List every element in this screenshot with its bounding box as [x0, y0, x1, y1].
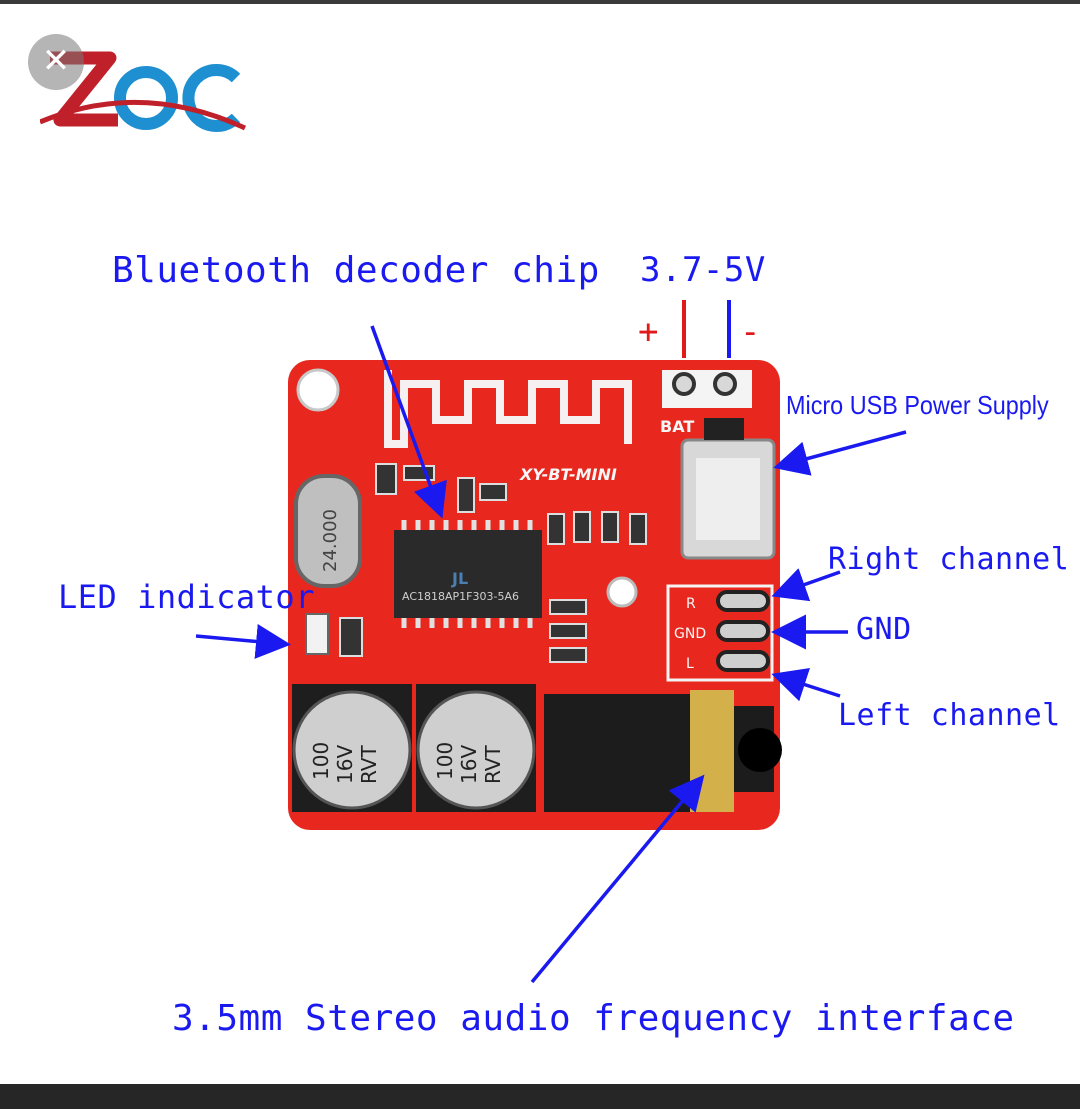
cap2-line1: 100 — [433, 742, 457, 780]
pad-left — [716, 650, 770, 672]
capacitor-1 — [292, 690, 412, 810]
decoder-ic — [394, 530, 542, 618]
gnd-label: GND — [856, 612, 912, 647]
ic-pins — [401, 520, 533, 628]
bluetooth-chip-label: Bluetooth decoder chip — [112, 250, 600, 291]
led-arrow — [195, 624, 291, 659]
chip-arrow — [370, 325, 447, 519]
bat-plus-pad — [672, 372, 696, 396]
bat-minus-pad — [713, 372, 737, 396]
voltage-label: 3.7-5V — [640, 250, 766, 290]
bottom-nav-bar — [0, 1084, 1080, 1109]
smd-components — [339, 463, 647, 663]
usb-arrow — [773, 430, 907, 476]
plus-label: + — [638, 312, 659, 352]
close-icon[interactable]: ✕ — [28, 34, 84, 90]
led-indicator-label: LED indicator — [58, 578, 315, 616]
usb-supply-label: Micro USB Power Supply — [786, 390, 1049, 420]
pin-l-silkscreen: L — [686, 656, 694, 672]
capacitor-2 — [416, 690, 536, 810]
pin-r-silkscreen: R — [686, 596, 696, 612]
pad-right — [716, 590, 770, 612]
crystal-oscillator — [294, 474, 362, 588]
pin-gnd-silkscreen: GND — [674, 626, 706, 642]
cap1-line3: RVT — [357, 745, 381, 784]
right-channel-arrow — [771, 568, 841, 602]
bat-silkscreen: BAT — [660, 417, 694, 436]
led-indicator — [305, 613, 329, 655]
right-channel-label: Right channel — [828, 542, 1070, 577]
pad-gnd — [716, 620, 770, 642]
antenna-trace — [384, 370, 632, 448]
ic-logo: JL — [451, 569, 468, 588]
jack-arrow — [530, 774, 705, 984]
cap2-line2: 16V — [457, 745, 481, 784]
left-channel-label: Left channel — [838, 698, 1061, 733]
minus-label: - — [740, 312, 761, 352]
cap1-line2: 16V — [333, 745, 357, 784]
left-channel-arrow — [771, 667, 841, 702]
via-hole — [606, 576, 638, 608]
top-edge-bar — [0, 0, 1080, 4]
ic-marking: AC1818AP1F303-5A6 — [402, 590, 519, 603]
model-silkscreen: XY-BT-MINI — [519, 465, 617, 484]
cap2-line3: RVT — [481, 745, 505, 784]
crystal-marking: 24.000 — [320, 509, 341, 572]
cap1-line1: 100 — [309, 742, 333, 780]
mounting-hole — [296, 368, 340, 412]
audio-jack-label: 3.5mm Stereo audio frequency interface — [172, 998, 1015, 1039]
